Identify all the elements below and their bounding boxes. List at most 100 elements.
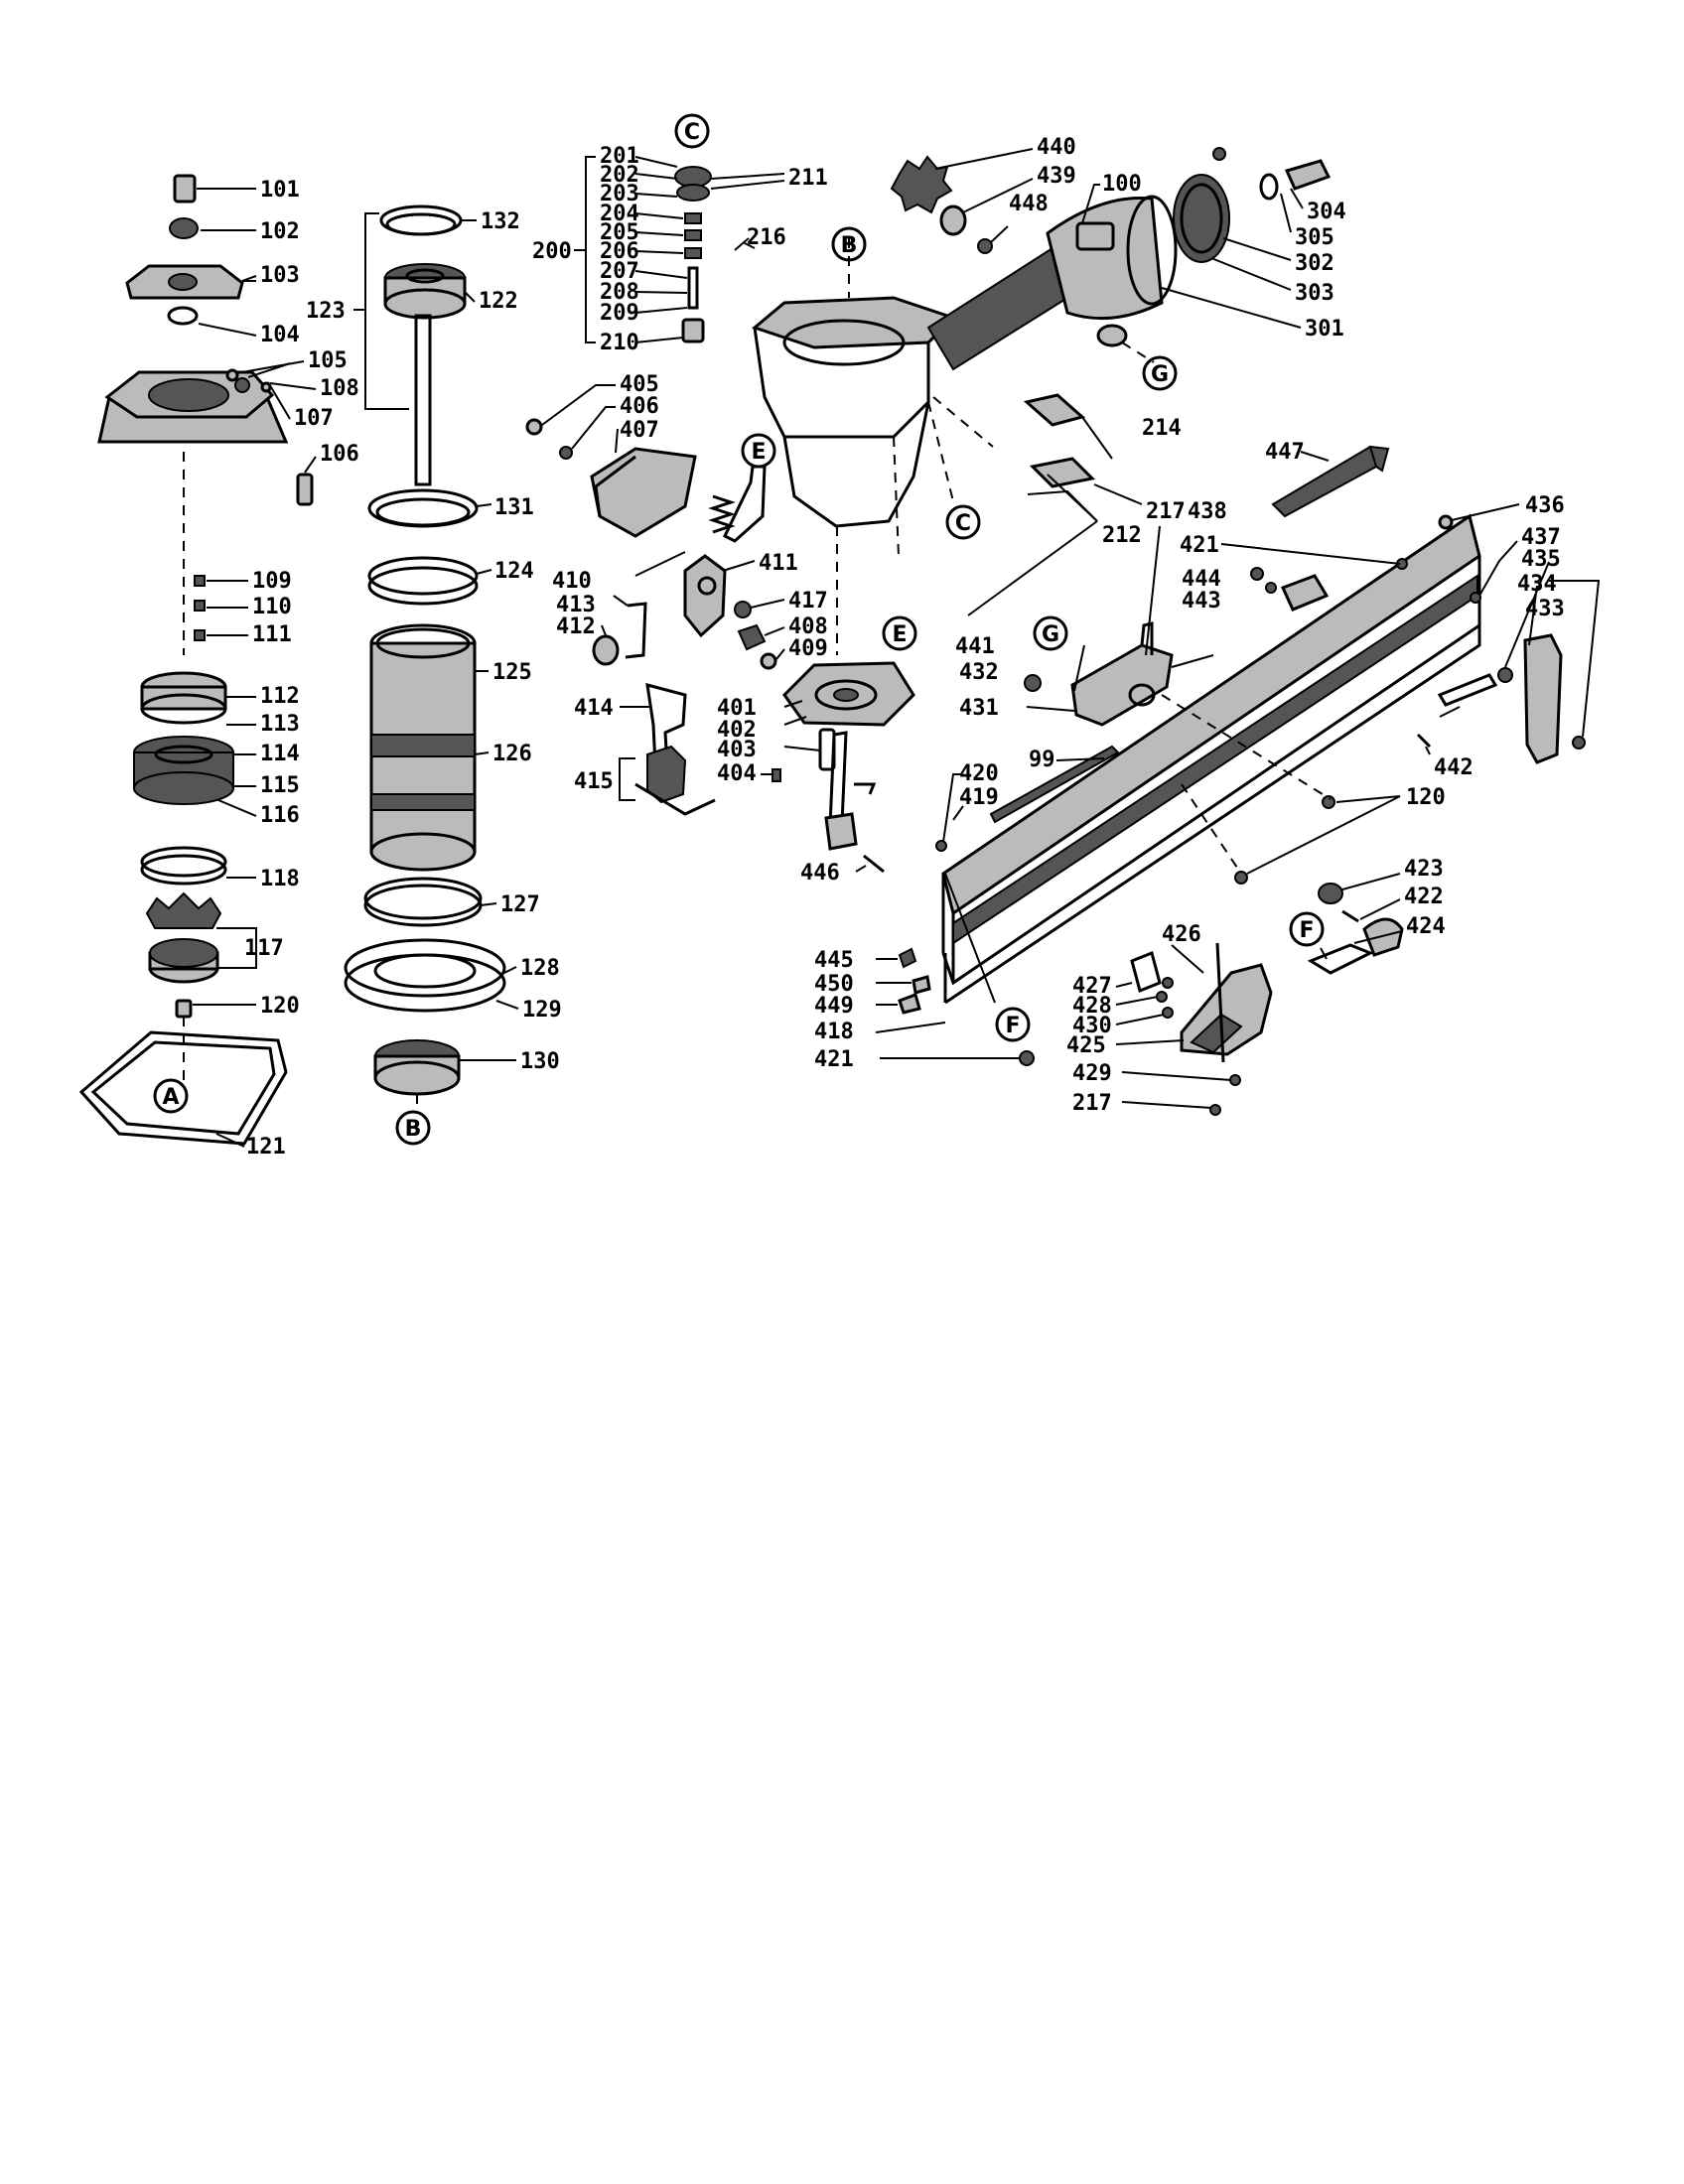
label-415: 415 [574, 769, 614, 794]
cap-assembly [78, 174, 317, 1148]
label-123: 123 [306, 299, 346, 324]
label-432: 432 [959, 660, 999, 685]
label-420: 420 [959, 761, 999, 786]
label-412: 412 [556, 614, 596, 639]
label-113: 113 [260, 712, 300, 737]
svg-text:F: F [1299, 918, 1314, 943]
label-444: 444 [1182, 567, 1221, 592]
label-438: 438 [1188, 499, 1227, 524]
label-127: 127 [500, 892, 540, 917]
label-118: 118 [260, 867, 300, 891]
label-417: 417 [788, 589, 828, 614]
label-439: 439 [1037, 164, 1076, 189]
svg-text:C: C [684, 120, 700, 145]
label-121: 121 [246, 1135, 286, 1160]
callout-labels: 101 102 103 104 105 108 107 106 109 110 … [244, 135, 1565, 1160]
label-114: 114 [260, 742, 300, 766]
label-217-bottom: 217 [1072, 1091, 1112, 1116]
label-102: 102 [260, 219, 300, 244]
label-446: 446 [800, 861, 840, 886]
label-217-top: 217 [1146, 499, 1186, 524]
label-410: 410 [552, 569, 592, 594]
valve-stack [574, 156, 785, 343]
label-122: 122 [479, 289, 518, 314]
label-421-bottom: 421 [814, 1047, 854, 1072]
marker-e-upper: E [741, 433, 776, 469]
label-431: 431 [959, 696, 999, 721]
label-445: 445 [814, 948, 854, 973]
svg-text:E: E [892, 622, 907, 647]
svg-text:B: B [405, 1117, 422, 1142]
marker-a: A [153, 1078, 189, 1114]
label-421-top: 421 [1180, 533, 1219, 558]
marker-b-bottom: B [395, 1110, 431, 1146]
label-450: 450 [814, 972, 854, 997]
label-441: 441 [955, 634, 995, 659]
label-211: 211 [788, 166, 828, 191]
svg-text:A: A [162, 1085, 179, 1110]
label-203: 203 [600, 182, 639, 206]
label-214: 214 [1142, 416, 1182, 441]
label-120-left: 120 [260, 994, 300, 1019]
label-302: 302 [1295, 251, 1334, 276]
label-428: 428 [1072, 994, 1112, 1019]
marker-b-top: B [831, 226, 867, 262]
label-116: 116 [260, 803, 300, 828]
label-206: 206 [600, 239, 639, 264]
label-125: 125 [492, 660, 532, 685]
label-404: 404 [717, 761, 757, 786]
label-205: 205 [600, 220, 639, 245]
label-402: 402 [717, 718, 757, 743]
label-201: 201 [600, 144, 639, 169]
label-443: 443 [1182, 589, 1221, 614]
label-99: 99 [1029, 748, 1055, 772]
marker-c-right: C [945, 504, 981, 540]
marker-f-right: F [1289, 911, 1325, 947]
label-449: 449 [814, 994, 854, 1019]
label-424: 424 [1406, 914, 1446, 939]
label-305: 305 [1295, 225, 1334, 250]
svg-text:G: G [1151, 362, 1169, 387]
label-103: 103 [260, 263, 300, 288]
label-100: 100 [1102, 172, 1142, 197]
label-429: 429 [1072, 1061, 1112, 1086]
marker-f-bottom: F [995, 1007, 1031, 1042]
svg-text:F: F [1005, 1014, 1020, 1038]
label-132: 132 [481, 209, 520, 234]
label-411: 411 [759, 551, 798, 576]
label-448: 448 [1009, 192, 1049, 216]
label-419: 419 [959, 785, 999, 810]
magazine-assembly [875, 445, 1601, 1116]
label-110: 110 [252, 595, 292, 619]
label-430: 430 [1072, 1014, 1112, 1038]
svg-text:B: B [841, 233, 858, 258]
label-414: 414 [574, 696, 614, 721]
label-104: 104 [260, 323, 300, 347]
label-202: 202 [600, 163, 639, 188]
label-216: 216 [747, 225, 786, 250]
label-106: 106 [320, 442, 359, 467]
svg-text:E: E [751, 440, 766, 465]
svg-text:G: G [1042, 622, 1059, 647]
label-304: 304 [1307, 200, 1346, 224]
label-117: 117 [244, 936, 284, 961]
label-436: 436 [1525, 493, 1565, 518]
label-301: 301 [1305, 317, 1344, 341]
marker-c-top: C [674, 113, 710, 149]
label-437: 437 [1521, 525, 1561, 550]
marker-g-handle: G [1142, 355, 1178, 391]
label-212: 212 [1102, 523, 1142, 548]
label-425: 425 [1066, 1033, 1106, 1058]
label-442: 442 [1434, 755, 1474, 780]
label-433: 433 [1525, 597, 1565, 621]
label-129: 129 [522, 998, 562, 1023]
label-105: 105 [308, 348, 348, 373]
svg-text:C: C [955, 511, 971, 536]
label-204: 204 [600, 202, 639, 226]
label-435: 435 [1521, 547, 1561, 572]
label-422: 422 [1404, 885, 1444, 909]
label-108: 108 [320, 376, 359, 401]
label-101: 101 [260, 178, 300, 203]
label-407: 407 [620, 418, 659, 443]
reference-markers: A B B C C E E F [153, 113, 1325, 1146]
